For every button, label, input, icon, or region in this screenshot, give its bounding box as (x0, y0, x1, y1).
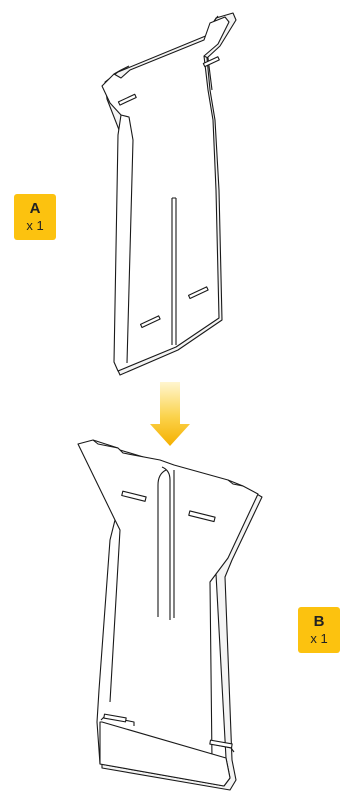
down-arrow-icon (150, 382, 190, 446)
part-b-piece (78, 440, 262, 790)
part-b-letter: B (314, 613, 325, 630)
part-b-label-badge: B x 1 (298, 607, 340, 653)
part-a-letter: A (30, 200, 41, 217)
part-a-piece (102, 13, 236, 375)
part-a-quantity: x 1 (26, 217, 43, 234)
part-b-quantity: x 1 (310, 630, 327, 647)
part-a-label-badge: A x 1 (14, 194, 56, 240)
